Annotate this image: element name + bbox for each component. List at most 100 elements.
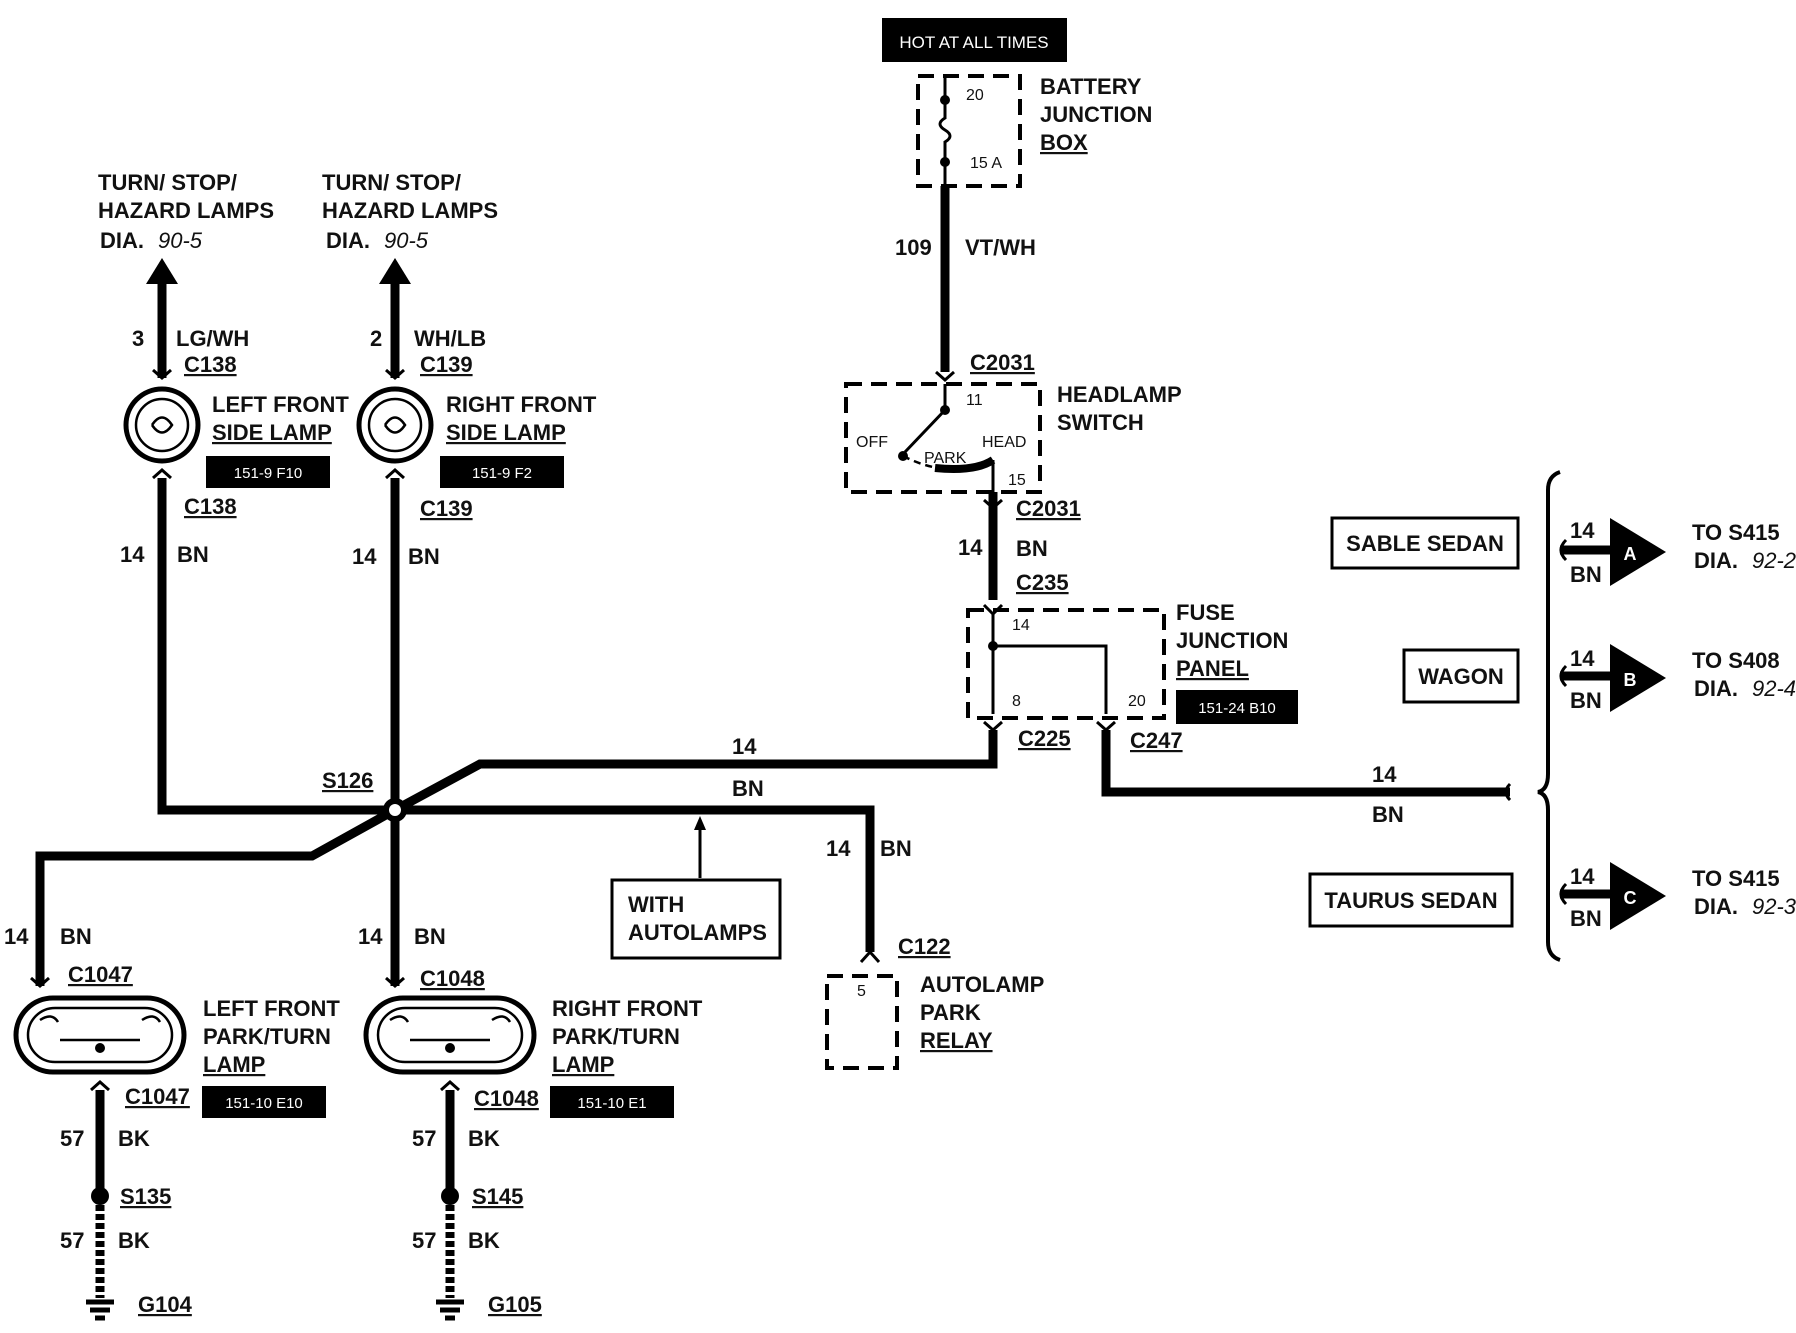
left-side-lamp-bulb-icon [123, 386, 201, 464]
diagram-label: LEFT FRONT [203, 996, 340, 1021]
diagram-label: DIA. [1694, 894, 1738, 919]
diagram-label: 57 [412, 1228, 436, 1253]
diagram-label: DIA. [1694, 676, 1738, 701]
hot-at-all-times-banner: HOT AT ALL TIMES [882, 18, 1067, 62]
diagram-label: BN [1570, 562, 1602, 587]
diagram-label: C1048 [420, 966, 485, 991]
left-park-lamp-wire [35, 806, 398, 986]
diagram-label: HOT AT ALL TIMES [899, 33, 1048, 52]
diagram-label: LEFT FRONT [212, 392, 349, 417]
diagram-label: RIGHT FRONT [552, 996, 703, 1021]
diagram-label: BK [118, 1126, 150, 1151]
diagram-label: 151-24 B10 [1198, 700, 1276, 717]
left-side-lamp-destination: TURN/ STOP/ HAZARD LAMPS DIA. 90-5 [98, 170, 274, 253]
switch-label-1: HEADLAMP [1057, 382, 1182, 407]
diagram-label: TO S408 [1692, 648, 1780, 673]
diagram-label: C138 [184, 352, 237, 377]
diagram-label: C1047 [68, 962, 133, 987]
diagram-label: WITH [628, 892, 684, 917]
diagram-label: DIA. [100, 228, 144, 253]
diagram-label: TURN/ STOP/ [322, 170, 461, 195]
diagram-label: 5 [857, 983, 866, 1000]
diagram-label: 14 [1372, 762, 1397, 787]
diagram-label: SIDE LAMP [446, 420, 566, 445]
diagram-label: 14 [1570, 518, 1595, 543]
battery-box-label-2: JUNCTION [1040, 102, 1152, 127]
bus-color: BN [732, 776, 764, 801]
battery-wire-gauge: 109 [895, 235, 932, 260]
diagram-label: HAZARD LAMPS [322, 198, 498, 223]
diagram-label: BK [468, 1126, 500, 1151]
battery-pin: 20 [966, 87, 984, 104]
right-park-lamp-icon [363, 995, 537, 1075]
variant-feed-wire [1101, 730, 1510, 797]
diagram-label: C235 [1016, 570, 1069, 595]
diagram-label: 3 [132, 326, 144, 351]
diagram-label: BK [118, 1228, 150, 1253]
diagram-label: PARK [920, 1000, 981, 1025]
diagram-label: LAMP [552, 1052, 614, 1077]
left-side-arrow-icon [146, 258, 178, 284]
autolamp-relay-wire [395, 805, 875, 952]
diagram-label: 14 [958, 535, 983, 560]
diagram-label: C2031 [1016, 496, 1081, 521]
diagram-label: BN [1570, 906, 1602, 931]
ground-icon [86, 1299, 114, 1321]
fuse-junction-panel: 14 8 20 FUSE JUNCTION PANEL 151-24 B10 [966, 600, 1298, 724]
diagram-label: A [1624, 544, 1637, 564]
battery-box-label-1: BATTERY [1040, 74, 1142, 99]
diagram-label: BN [414, 924, 446, 949]
diagram-label: BN [880, 836, 912, 861]
diagram-label: 151-10 E1 [577, 1095, 646, 1112]
headlamp-switch: C2031 HEADLAMP SWITCH 11 15 OFF PARK HEA… [844, 350, 1182, 494]
diagram-label: C138 [184, 494, 237, 519]
diagram-label: C1048 [474, 1086, 539, 1111]
right-side-lamp-bulb-icon [356, 386, 434, 464]
battery-wire-color: VT/WH [965, 235, 1036, 260]
diagram-label: B [1624, 670, 1637, 690]
variant-taurus-sedan: TAURUS SEDAN C 14 BN TO S415 DIA. 92-3 [1308, 862, 1796, 931]
variant-brace [1537, 470, 1561, 962]
diagram-label: 14 [358, 924, 383, 949]
battery-junction-box: 20 15 A BATTERY JUNCTION BOX [916, 74, 1152, 188]
diagram-label: TO S415 [1692, 520, 1780, 545]
diagram-label: 92-2 [1752, 548, 1796, 573]
diagram-label: RIGHT FRONT [446, 392, 597, 417]
diagram-label: 90-5 [158, 228, 203, 253]
diagram-label: 14 [120, 542, 145, 567]
diagram-label: 57 [412, 1126, 436, 1151]
diagram-label: OFF [856, 434, 888, 451]
diagram-label: BN [1016, 536, 1048, 561]
ground-icon [436, 1299, 464, 1321]
diagram-label: C225 [1018, 726, 1071, 751]
diagram-label: S126 [322, 768, 373, 793]
diagram-label: 8 [1012, 693, 1021, 710]
diagram-label: 15 [1008, 472, 1026, 489]
diagram-label: G105 [488, 1292, 542, 1317]
left-side-lamp-lower-wire [157, 478, 395, 815]
diagram-label: PARK [924, 450, 967, 467]
diagram-label: PARK/TURN [203, 1024, 331, 1049]
diagram-label: S135 [120, 1184, 171, 1209]
diagram-label: 11 [966, 392, 983, 409]
diagram-label: WAGON [1418, 664, 1504, 689]
bus-feed-gauge: 14 [732, 734, 757, 759]
diagram-label: BN [177, 542, 209, 567]
diagram-label: HEAD [982, 434, 1026, 451]
diagram-label: AUTOLAMPS [628, 920, 767, 945]
connector-c-icon [1610, 862, 1666, 930]
autolamp-park-relay [825, 974, 899, 1070]
connector-b-icon [1610, 644, 1666, 712]
diagram-label: C139 [420, 352, 473, 377]
diagram-label: 14 [352, 544, 377, 569]
diagram-label: PARK/TURN [552, 1024, 680, 1049]
diagram-label: TAURUS SEDAN [1324, 888, 1497, 913]
diagram-label: C139 [420, 496, 473, 521]
with-autolamps-box [610, 878, 782, 960]
diagram-label: JUNCTION [1176, 628, 1288, 653]
diagram-label: 14 [1570, 864, 1595, 889]
diagram-label: 92-3 [1752, 894, 1796, 919]
diagram-label: AUTOLAMP [920, 972, 1044, 997]
